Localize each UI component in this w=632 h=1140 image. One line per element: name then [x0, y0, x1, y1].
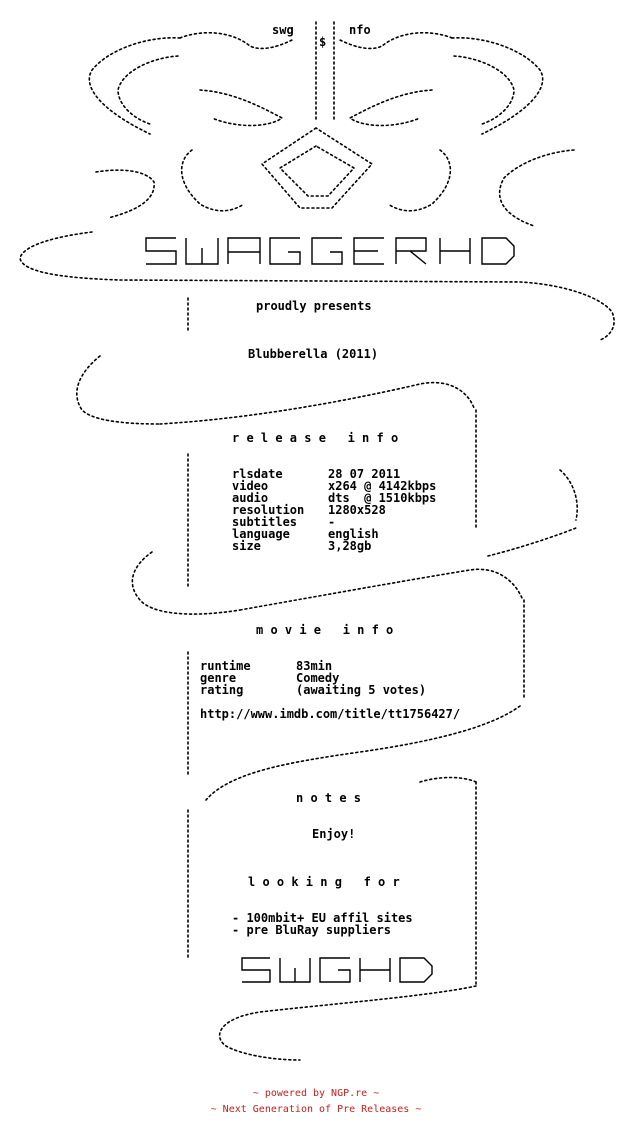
ribbon-2b	[239, 568, 523, 611]
release-info-value: 1280x528	[328, 503, 386, 517]
movie-info-label: rating	[200, 683, 244, 697]
release-info-value: 3,28gb	[328, 539, 372, 553]
dollar-glyph: $	[319, 35, 327, 49]
presents-text: proudly presents	[256, 299, 372, 313]
ribbon-1b	[159, 381, 475, 425]
left-wing	[199, 89, 284, 127]
right-wing	[348, 89, 433, 127]
right-accent	[559, 469, 578, 521]
movie-info-row: rating (awaiting 5 votes)	[200, 684, 426, 696]
left-horn-inner	[117, 55, 179, 125]
center-diamond-outer	[260, 127, 374, 209]
right-horn-top	[339, 31, 453, 50]
center-diamond-inner	[278, 145, 356, 197]
ribbon-2	[131, 551, 241, 615]
release-info-heading: r e l e a s e i n f o	[232, 431, 399, 445]
left-horn-top	[179, 31, 293, 50]
movie-info-value: (awaiting 5 votes)	[296, 683, 427, 697]
banner-top-left	[19, 231, 121, 281]
right-claw	[387, 149, 452, 212]
notes-text: Enjoy!	[312, 827, 356, 841]
movie-info-row: genre Comedy	[200, 672, 339, 684]
footer-powered-by: ~ powered by NGP.re ~	[252, 1088, 380, 1099]
left-tendril	[95, 169, 155, 219]
bottom-curl	[218, 985, 477, 1061]
release-info-value: 28 07 2011	[328, 467, 401, 481]
banner-bottom	[119, 279, 615, 341]
swaggerhd-logo	[145, 237, 515, 265]
release-info-row: audio dts @ 1510kbps	[232, 492, 436, 504]
release-info-label: video	[232, 479, 269, 493]
right-tendril	[498, 149, 575, 227]
movie-info-value: Comedy	[296, 671, 340, 685]
swghd-small-logo	[241, 957, 433, 983]
right-horn-inner	[453, 55, 515, 125]
release-info-label: resolution	[232, 503, 305, 517]
left-claw	[180, 149, 245, 212]
swg-tag: swg	[272, 23, 294, 37]
release-info-value: -	[328, 515, 336, 529]
release-info-label: subtitles	[232, 515, 298, 529]
release-info-value: x264 @ 4142kbps	[328, 479, 437, 493]
looking-for-heading: l o o k i n g f o r	[248, 875, 400, 889]
center-spire	[315, 21, 335, 121]
release-info-value: english	[328, 527, 379, 541]
release-info-label: size	[232, 539, 261, 553]
ribbon-3	[205, 705, 521, 801]
nfo-tag: nfo	[349, 23, 371, 37]
ribbon-3b	[419, 776, 477, 783]
release-info-label: rlsdate	[232, 467, 283, 481]
release-info-row: resolution 1280x528	[232, 504, 386, 516]
release-info-label: language	[232, 527, 290, 541]
movie-info-label: runtime	[200, 659, 251, 673]
looking-item: - pre BluRay suppliers	[232, 923, 391, 937]
release-info-row: video x264 @ 4142kbps	[232, 480, 436, 492]
release-info-label: audio	[232, 491, 269, 505]
notes-heading: n o t e s	[296, 791, 362, 805]
release-info-row: rlsdate 28 07 2011	[232, 468, 400, 480]
release-info-row: size 3,28gb	[232, 540, 371, 552]
release-info-value: dts @ 1510kbps	[328, 491, 437, 505]
movie-info-value: 83min	[296, 659, 333, 673]
looking-item: - 100mbit+ EU affil sites	[232, 911, 413, 925]
movie-info-label: genre	[200, 671, 237, 685]
movie-info-heading: m o v i e i n f o	[256, 623, 394, 637]
footer-tagline: ~ Next Generation of Pre Releases ~	[210, 1104, 422, 1115]
ribbon-1	[76, 355, 161, 425]
movie-info-row: runtime 83min	[200, 660, 332, 672]
right-horn-outer	[451, 36, 544, 135]
release-info-row: language english	[232, 528, 379, 540]
ribbon-2c	[487, 527, 577, 557]
left-horn-outer	[88, 36, 181, 135]
release-info-row: subtitles -	[232, 516, 335, 528]
imdb-link[interactable]: http://www.imdb.com/title/tt1756427/	[200, 707, 461, 721]
release-title: Blubberella (2011)	[248, 347, 379, 361]
